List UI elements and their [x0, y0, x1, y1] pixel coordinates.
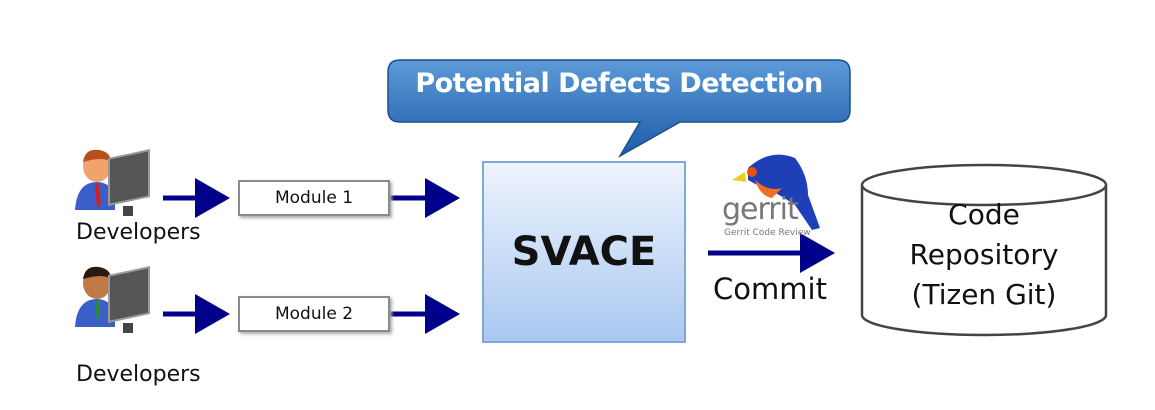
- repository-line-1: Code: [948, 198, 1020, 231]
- gerrit-logo-text: gerrit: [722, 192, 799, 227]
- callout-label: Potential Defects Detection: [415, 68, 823, 99]
- repository-line-2: Repository: [909, 238, 1059, 271]
- repository-cylinder: [860, 163, 1108, 337]
- developers-label-1: Developers: [76, 220, 201, 245]
- svace-label: SVACE: [511, 229, 657, 275]
- developer-icon: [75, 149, 150, 216]
- svace-box: [482, 161, 686, 343]
- gerrit-bird-icon: [732, 154, 820, 230]
- repository-label: Code Repository (Tizen Git): [860, 195, 1108, 315]
- commit-label: Commit: [713, 272, 827, 306]
- module-1-box: Module 1: [238, 180, 390, 216]
- developers-label-2: Developers: [76, 362, 201, 387]
- developer-icon: [75, 266, 150, 333]
- gerrit-subtitle: Gerrit Code Review: [724, 228, 811, 238]
- module-2-box: Module 2: [238, 296, 390, 332]
- callout-bubble: [387, 59, 851, 159]
- repository-line-3: (Tizen Git): [911, 278, 1057, 311]
